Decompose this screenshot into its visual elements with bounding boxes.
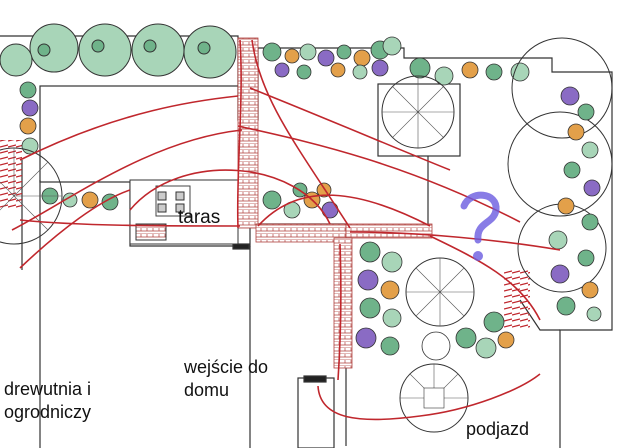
steps: [0, 140, 530, 330]
entrance-label: wejście do domu: [184, 356, 268, 402]
entrance-label-line2: domu: [184, 380, 230, 400]
property-outline: [0, 35, 613, 448]
center-bed: [262, 182, 339, 219]
woodshed-label-line2: ogrodniczy: [4, 402, 92, 422]
right-bed: [548, 86, 602, 322]
terrace: [129, 179, 239, 245]
terrace-label: taras: [178, 207, 221, 228]
tree-spokes: [0, 76, 474, 409]
top-hedge: [0, 23, 237, 79]
question-mark: [460, 191, 500, 261]
path-lines: [11, 39, 561, 421]
lower-bed: [355, 241, 515, 361]
driveway-label: podjazd: [466, 419, 530, 439]
left-bed: [19, 81, 119, 211]
top-flowerbed: [262, 36, 530, 86]
entrance-label-line1: wejście do: [184, 357, 269, 377]
woodshed-label-line1: drewutnia i: [4, 379, 92, 399]
brick-paths: [237, 37, 433, 369]
woodshed-label: drewutnia i ogrodniczy: [4, 378, 91, 424]
